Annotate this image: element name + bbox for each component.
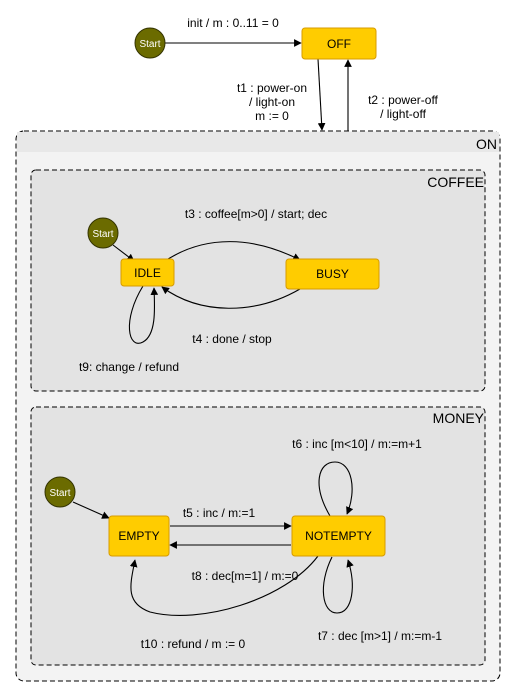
start-label-coffee: Start [92,229,113,240]
state-empty[interactable]: EMPTY [108,515,170,557]
start-label-money: Start [49,488,70,499]
edge-t4[interactable] [161,286,301,309]
state-busy-box[interactable] [285,258,380,290]
region-coffee-frame [30,169,486,392]
edge-t3[interactable] [161,241,301,264]
edge-coffee-start[interactable] [112,244,135,262]
label-t1-line1: t1 : power-on [237,81,307,95]
label-t7: t7 : dec [m>1] / m:=m-1 [318,629,442,643]
state-notempty[interactable]: NOTEMPTY [291,515,386,557]
state-notempty-box[interactable] [291,515,386,557]
state-off-box[interactable] [301,27,377,60]
edge-t9[interactable] [128,285,159,344]
edge-t6[interactable] [318,461,354,517]
start-money: Start [44,476,76,508]
label-t1-line3: m := 0 [255,109,289,123]
region-on-title: ON [476,136,497,152]
region-coffee: COFFEE [30,169,486,392]
label-t10: t10 : refund / m := 0 [141,637,246,651]
start-top: Start [134,27,166,59]
edge-t1[interactable] [317,58,326,131]
state-idle-box[interactable] [120,258,175,287]
region-coffee-title: COFFEE [427,174,484,190]
region-money-title: MONEY [433,410,485,426]
start-node-coffee[interactable] [87,217,119,249]
edge-money-start[interactable] [72,501,110,519]
label-t3: t3 : coffee[m>0] / start; dec [185,207,327,221]
label-t6: t6 : inc [m<10] / m:=m+1 [292,437,422,451]
region-money: MONEY [30,406,486,666]
edge-t7[interactable] [322,556,354,614]
label-t5: t5 : inc / m:=1 [183,506,256,520]
label-t9: t9: change / refund [79,360,179,374]
label-t2-line2: / light-off [380,107,426,121]
start-coffee: Start [87,217,119,249]
start-node-money[interactable] [44,476,76,508]
state-idle[interactable]: IDLE [120,258,175,287]
label-t2-line1: t2 : power-off [368,93,438,107]
label-t4: t4 : done / stop [192,332,272,346]
state-off-label: OFF [327,37,351,51]
state-busy[interactable]: BUSY [285,258,380,290]
label-t8: t8 : dec[m=1] / m:=0 [192,569,299,583]
start-label-top: Start [139,39,160,50]
state-busy-label: BUSY [316,267,349,281]
start-node-top[interactable] [134,27,166,59]
region-on-header [17,132,499,152]
state-off[interactable]: OFF [301,27,377,60]
edge-t10[interactable] [129,555,319,616]
region-money-frame [30,406,486,666]
state-empty-box[interactable] [108,515,170,557]
transition-labels: init / m : 0..11 = 0 t1 : power-on / lig… [79,16,442,651]
label-t1-line2: / light-on [249,95,295,109]
state-empty-label: EMPTY [118,529,159,543]
state-notempty-label: NOTEMPTY [305,529,372,543]
state-idle-label: IDLE [134,266,161,280]
transitions [72,39,354,616]
label-init: init / m : 0..11 = 0 [187,16,279,30]
